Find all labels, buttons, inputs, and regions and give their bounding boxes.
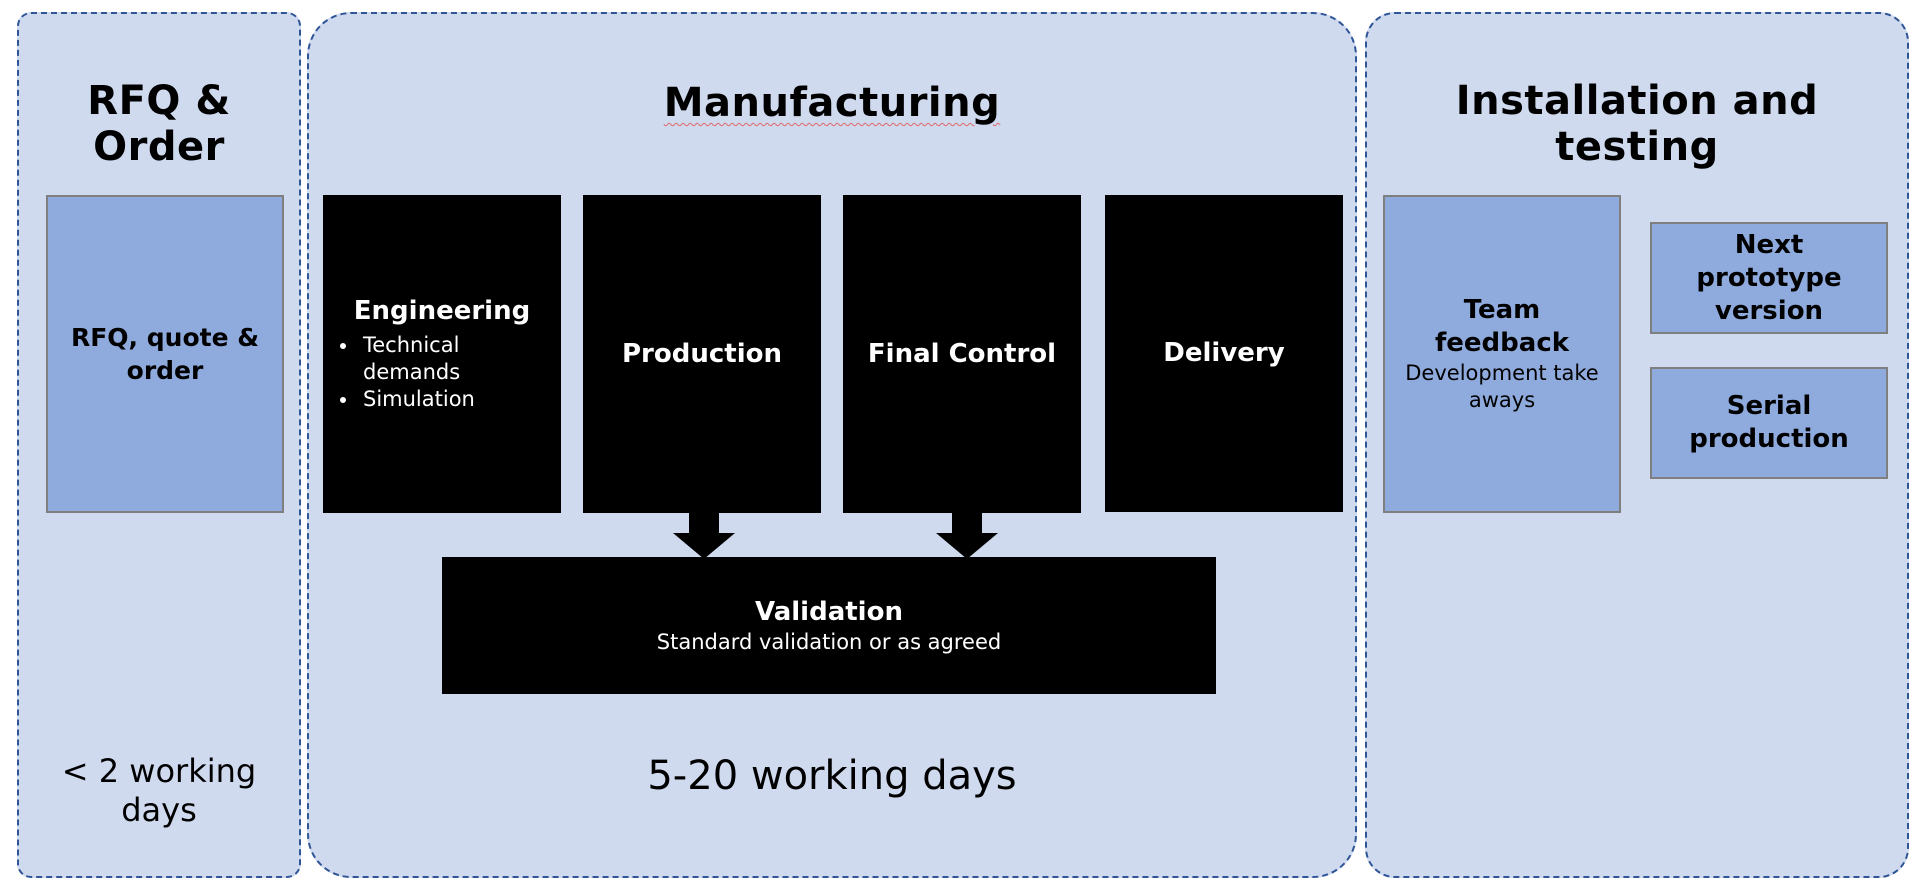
delivery-label: Delivery: [1163, 338, 1285, 368]
final-control-label: Final Control: [867, 338, 1057, 369]
rfq-order-panel: RFQ & Order RFQ, quote & order < 2 worki…: [17, 12, 301, 878]
final-control-box: Final Control: [843, 195, 1081, 513]
rfq-quote-order-label: RFQ, quote & order: [70, 323, 260, 385]
delivery-box: Delivery: [1105, 195, 1343, 512]
installation-testing-title: Installation and testing: [1455, 78, 1819, 170]
production-label: Production: [622, 338, 782, 369]
serial-production-label: Serial production: [1689, 391, 1849, 454]
production-to-validation-arrow-icon: [673, 511, 735, 559]
team-feedback-subtitle: Development take aways: [1405, 361, 1599, 412]
final-control-to-validation-arrow-icon: [936, 511, 998, 559]
serial-production-box: Serial production: [1650, 367, 1888, 479]
team-feedback-box: Team feedback Development take aways: [1383, 195, 1621, 513]
validation-box: Validation Standard validation or as agr…: [442, 557, 1216, 694]
engineering-title: Engineering: [353, 296, 531, 326]
manufacturing-panel: Manufacturing Engineering Technical dema…: [307, 12, 1357, 878]
rfq-duration: < 2 working days: [61, 752, 257, 829]
manufacturing-title: Manufacturing: [309, 80, 1355, 126]
installation-testing-panel: Installation and testing Team feedback D…: [1365, 12, 1909, 878]
manufacturing-title-text: Manufacturing: [663, 80, 1001, 126]
team-feedback-title: Team feedback: [1434, 295, 1570, 358]
rfq-order-title: RFQ & Order: [87, 78, 231, 170]
engineering-item-technical-demands: Technical demands: [359, 332, 483, 386]
engineering-box: Engineering Technical demands Simulation: [323, 195, 561, 513]
production-box: Production: [583, 195, 821, 513]
engineering-list: Technical demands Simulation: [337, 332, 483, 413]
next-prototype-label: Next prototype version: [1696, 229, 1842, 326]
next-prototype-box: Next prototype version: [1650, 222, 1888, 334]
manufacturing-duration: 5-20 working days: [647, 753, 1017, 799]
rfq-quote-order-box: RFQ, quote & order: [46, 195, 284, 513]
validation-subtitle: Standard validation or as agreed: [656, 629, 1002, 654]
engineering-item-simulation: Simulation: [359, 386, 483, 413]
validation-title: Validation: [755, 596, 903, 627]
